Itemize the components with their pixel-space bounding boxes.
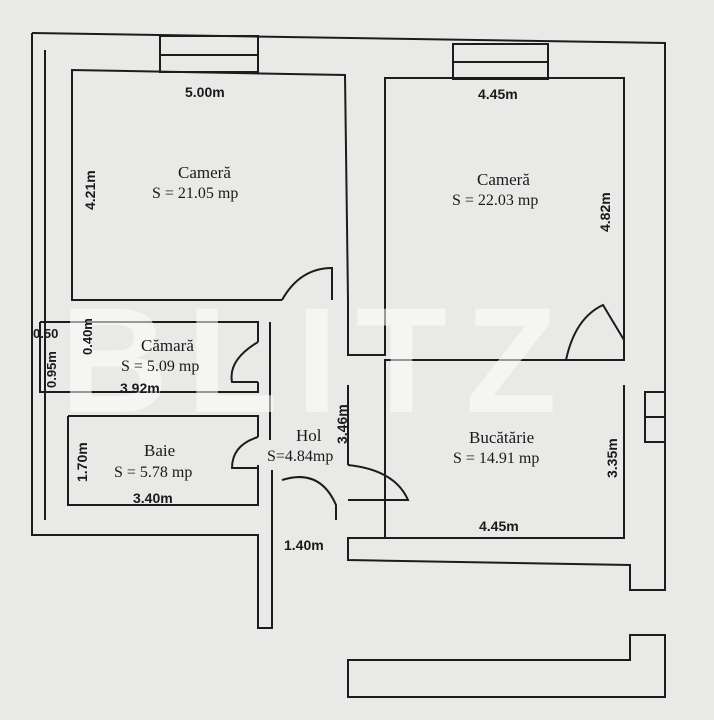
baie-height-dim: 1.70m [74, 442, 90, 482]
bucatarie-name: Bucătărie [469, 428, 535, 447]
camera2-name: Cameră [477, 170, 530, 189]
hol-height-dim: 3.46m [334, 404, 350, 444]
camera2-area: S = 22.03 mp [452, 192, 539, 209]
camera1-width-dim: 5.00m [185, 84, 225, 100]
baie-area: S = 5.78 mp [114, 464, 193, 481]
camara-dim-b: 0.40m [80, 318, 95, 355]
outer-wall [31, 32, 666, 591]
hol-area: S=4.84mp [267, 448, 334, 465]
camera1-height-dim: 4.21m [82, 170, 98, 210]
baie-width-dim: 3.40m [133, 490, 173, 506]
bucatarie-width-dim: 4.45m [479, 518, 519, 534]
balcony [347, 634, 666, 698]
camara-area: S = 5.09 mp [121, 358, 200, 375]
door-arc-entry [281, 476, 337, 520]
hol-name: Hol [296, 426, 322, 445]
outer-wall-inner [31, 33, 273, 629]
camera2-height-dim: 4.82m [597, 192, 613, 232]
door-arc-camera1 [281, 266, 333, 301]
camera1-area: S = 21.05 mp [152, 185, 239, 202]
bucatarie-area: S = 14.91 mp [453, 450, 540, 467]
baie-wall [67, 415, 259, 506]
camara-name: Cămară [141, 336, 194, 355]
bucatarie-height-dim: 3.35m [604, 438, 620, 478]
door-arc-baie [230, 436, 259, 469]
camera2-width-dim: 4.45m [478, 86, 518, 102]
camara-height-dim: 0.95m [44, 351, 59, 388]
camera1-name: Cameră [178, 163, 231, 182]
camara-wall [39, 321, 259, 393]
baie-name: Baie [144, 441, 176, 460]
kitchen-wall [384, 385, 625, 539]
hol-width-dim: 1.40m [284, 537, 324, 553]
door-arc-camera2 [565, 303, 625, 361]
door-arc-hol [347, 464, 410, 501]
camara-width-dim: 3.92m [120, 380, 160, 396]
camara-dim-a: 0.50 [33, 326, 59, 341]
door-arc-camara [230, 341, 259, 383]
